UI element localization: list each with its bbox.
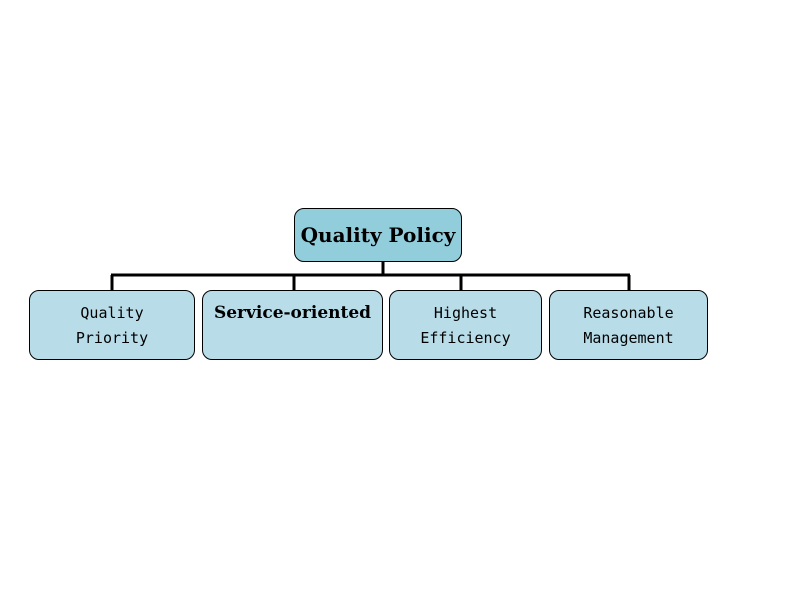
node-service-oriented: Service-oriented: [202, 290, 383, 360]
root-node-quality-policy: Quality Policy: [294, 208, 462, 262]
node-label-line: Management: [583, 329, 674, 347]
node-label-line: Service-oriented: [213, 303, 372, 323]
node-label-line: Quality: [80, 304, 144, 322]
node-label-line: Efficiency: [420, 329, 511, 347]
node-label-line: Priority: [75, 329, 149, 347]
node-highest-efficiency: Highest Efficiency: [389, 290, 542, 360]
node-quality-priority: Quality Priority: [29, 290, 195, 360]
node-label-line: Highest: [433, 304, 498, 322]
node-reasonable-management: Reasonable Management: [549, 290, 708, 360]
node-label-line: Reasonable: [583, 304, 674, 322]
root-node-label: Quality Policy: [300, 223, 456, 247]
